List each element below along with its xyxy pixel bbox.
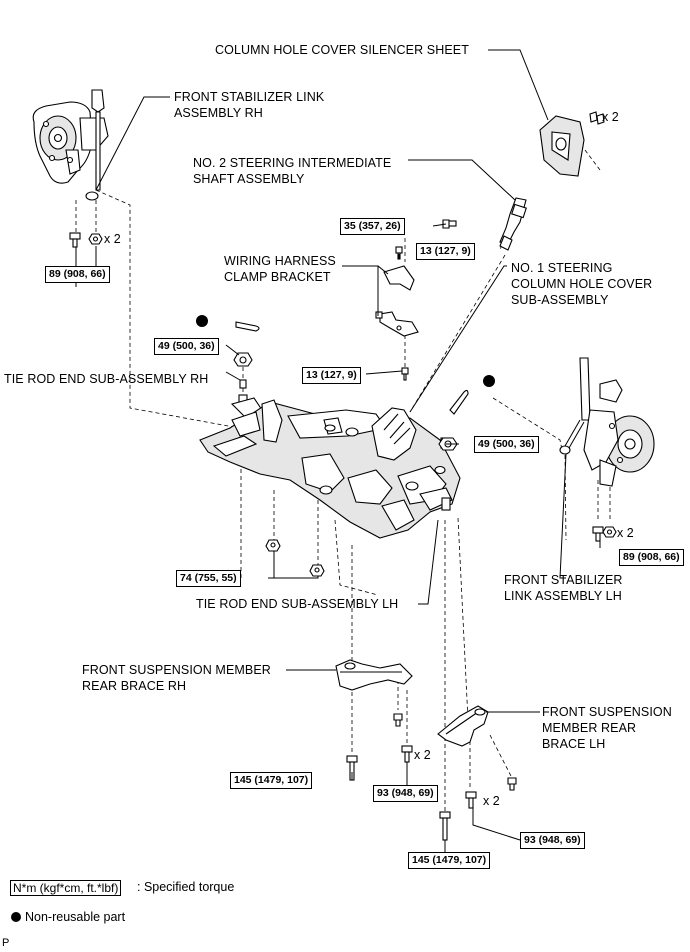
torque-stabilizer-lh: 89 (908, 66) — [619, 549, 684, 566]
front-suspension-member — [199, 399, 461, 539]
legend-torque-desc: : Specified torque — [137, 880, 235, 894]
label-tie-rod-end-lh: TIE ROD END SUB-ASSEMBLY LH — [196, 597, 399, 611]
legend-nonreusable: Non-reusable part — [25, 910, 126, 924]
label-front-stabilizer-link-rh-2: ASSEMBLY RH — [174, 106, 263, 120]
torque-member-bolt-lh: 145 (1479, 107) — [408, 852, 491, 869]
stabilizer-lh-fasteners — [592, 526, 617, 542]
torque-clamp-lower: 13 (127, 9) — [302, 367, 361, 384]
qty-stabilizer-rh: x 2 — [104, 232, 121, 246]
tie-rod-rh-part — [230, 352, 263, 419]
torque-member-bolt-rh: 145 (1479, 107) — [230, 772, 313, 789]
label-no1-column-cover-2: COLUMN HOLE COVER — [511, 277, 653, 291]
torque-shaft-bolt: 35 (357, 26) — [340, 218, 405, 235]
qty-brace-lh-bolt: x 2 — [483, 794, 500, 808]
torque-tie-rod-rh: 49 (500, 36) — [154, 338, 219, 355]
torque-tie-rod-lh: 49 (500, 36) — [474, 436, 539, 453]
rear-brace-rh-part — [335, 659, 413, 727]
label-rear-brace-lh-1: FRONT SUSPENSION — [542, 705, 672, 719]
label-wiring-harness-2: CLAMP BRACKET — [224, 270, 331, 284]
torque-brace-rh: 93 (948, 69) — [373, 785, 438, 802]
label-column-hole-cover-silencer-sheet: COLUMN HOLE COVER SILENCER SHEET — [215, 43, 469, 57]
silencer-sheet-part — [539, 111, 605, 177]
wiring-harness-bracket — [375, 246, 419, 381]
label-front-stabilizer-link-lh-2: LINK ASSEMBLY LH — [504, 589, 622, 603]
qty-stabilizer-lh: x 2 — [617, 526, 634, 540]
label-wiring-harness-1: WIRING HARNESS — [224, 254, 336, 268]
leader-lines — [75, 49, 601, 852]
member-long-bolts — [346, 745, 477, 841]
torque-member-nut: 74 (755, 55) — [176, 570, 241, 587]
label-no2-steering-shaft-1: NO. 2 STEERING INTERMEDIATE — [193, 156, 392, 170]
qty-silencer-clip: x 2 — [602, 110, 619, 124]
label-rear-brace-rh-1: FRONT SUSPENSION MEMBER — [82, 663, 271, 677]
torque-clamp-upper: 13 (127, 9) — [416, 243, 475, 260]
label-no1-column-cover-3: SUB-ASSEMBLY — [511, 293, 609, 307]
label-rear-brace-lh-3: BRACE LH — [542, 737, 606, 751]
label-no1-column-cover-1: NO. 1 STEERING — [511, 261, 613, 275]
steering-knuckle-lh — [559, 357, 655, 487]
label-rear-brace-lh-2: MEMBER REAR — [542, 721, 637, 735]
footer-code: P — [2, 937, 10, 949]
label-rear-brace-rh-2: REAR BRACE RH — [82, 679, 187, 693]
qty-brace-rh-bolt: x 2 — [414, 748, 431, 762]
member-nuts — [265, 539, 325, 577]
legend-dot-icon — [11, 912, 21, 922]
label-tie-rod-end-rh: TIE ROD END SUB-ASSEMBLY RH — [4, 372, 209, 386]
torque-brace-lh: 93 (948, 69) — [520, 832, 585, 849]
label-no2-steering-shaft-2: SHAFT ASSEMBLY — [193, 172, 305, 186]
rear-brace-lh-part — [437, 705, 517, 791]
steering-knuckle-rh — [32, 89, 109, 201]
label-front-stabilizer-link-lh-1: FRONT STABILIZER — [504, 573, 623, 587]
legend-torque-unit: N*m (kgf*cm, ft.*lbf) — [10, 880, 122, 896]
torque-stabilizer-rh: 89 (908, 66) — [45, 266, 110, 283]
stabilizer-rh-fasteners — [69, 232, 103, 248]
non-reusable-markers — [196, 315, 495, 415]
label-front-stabilizer-link-rh-1: FRONT STABILIZER LINK — [174, 90, 325, 104]
intermediate-shaft-part — [442, 197, 527, 251]
